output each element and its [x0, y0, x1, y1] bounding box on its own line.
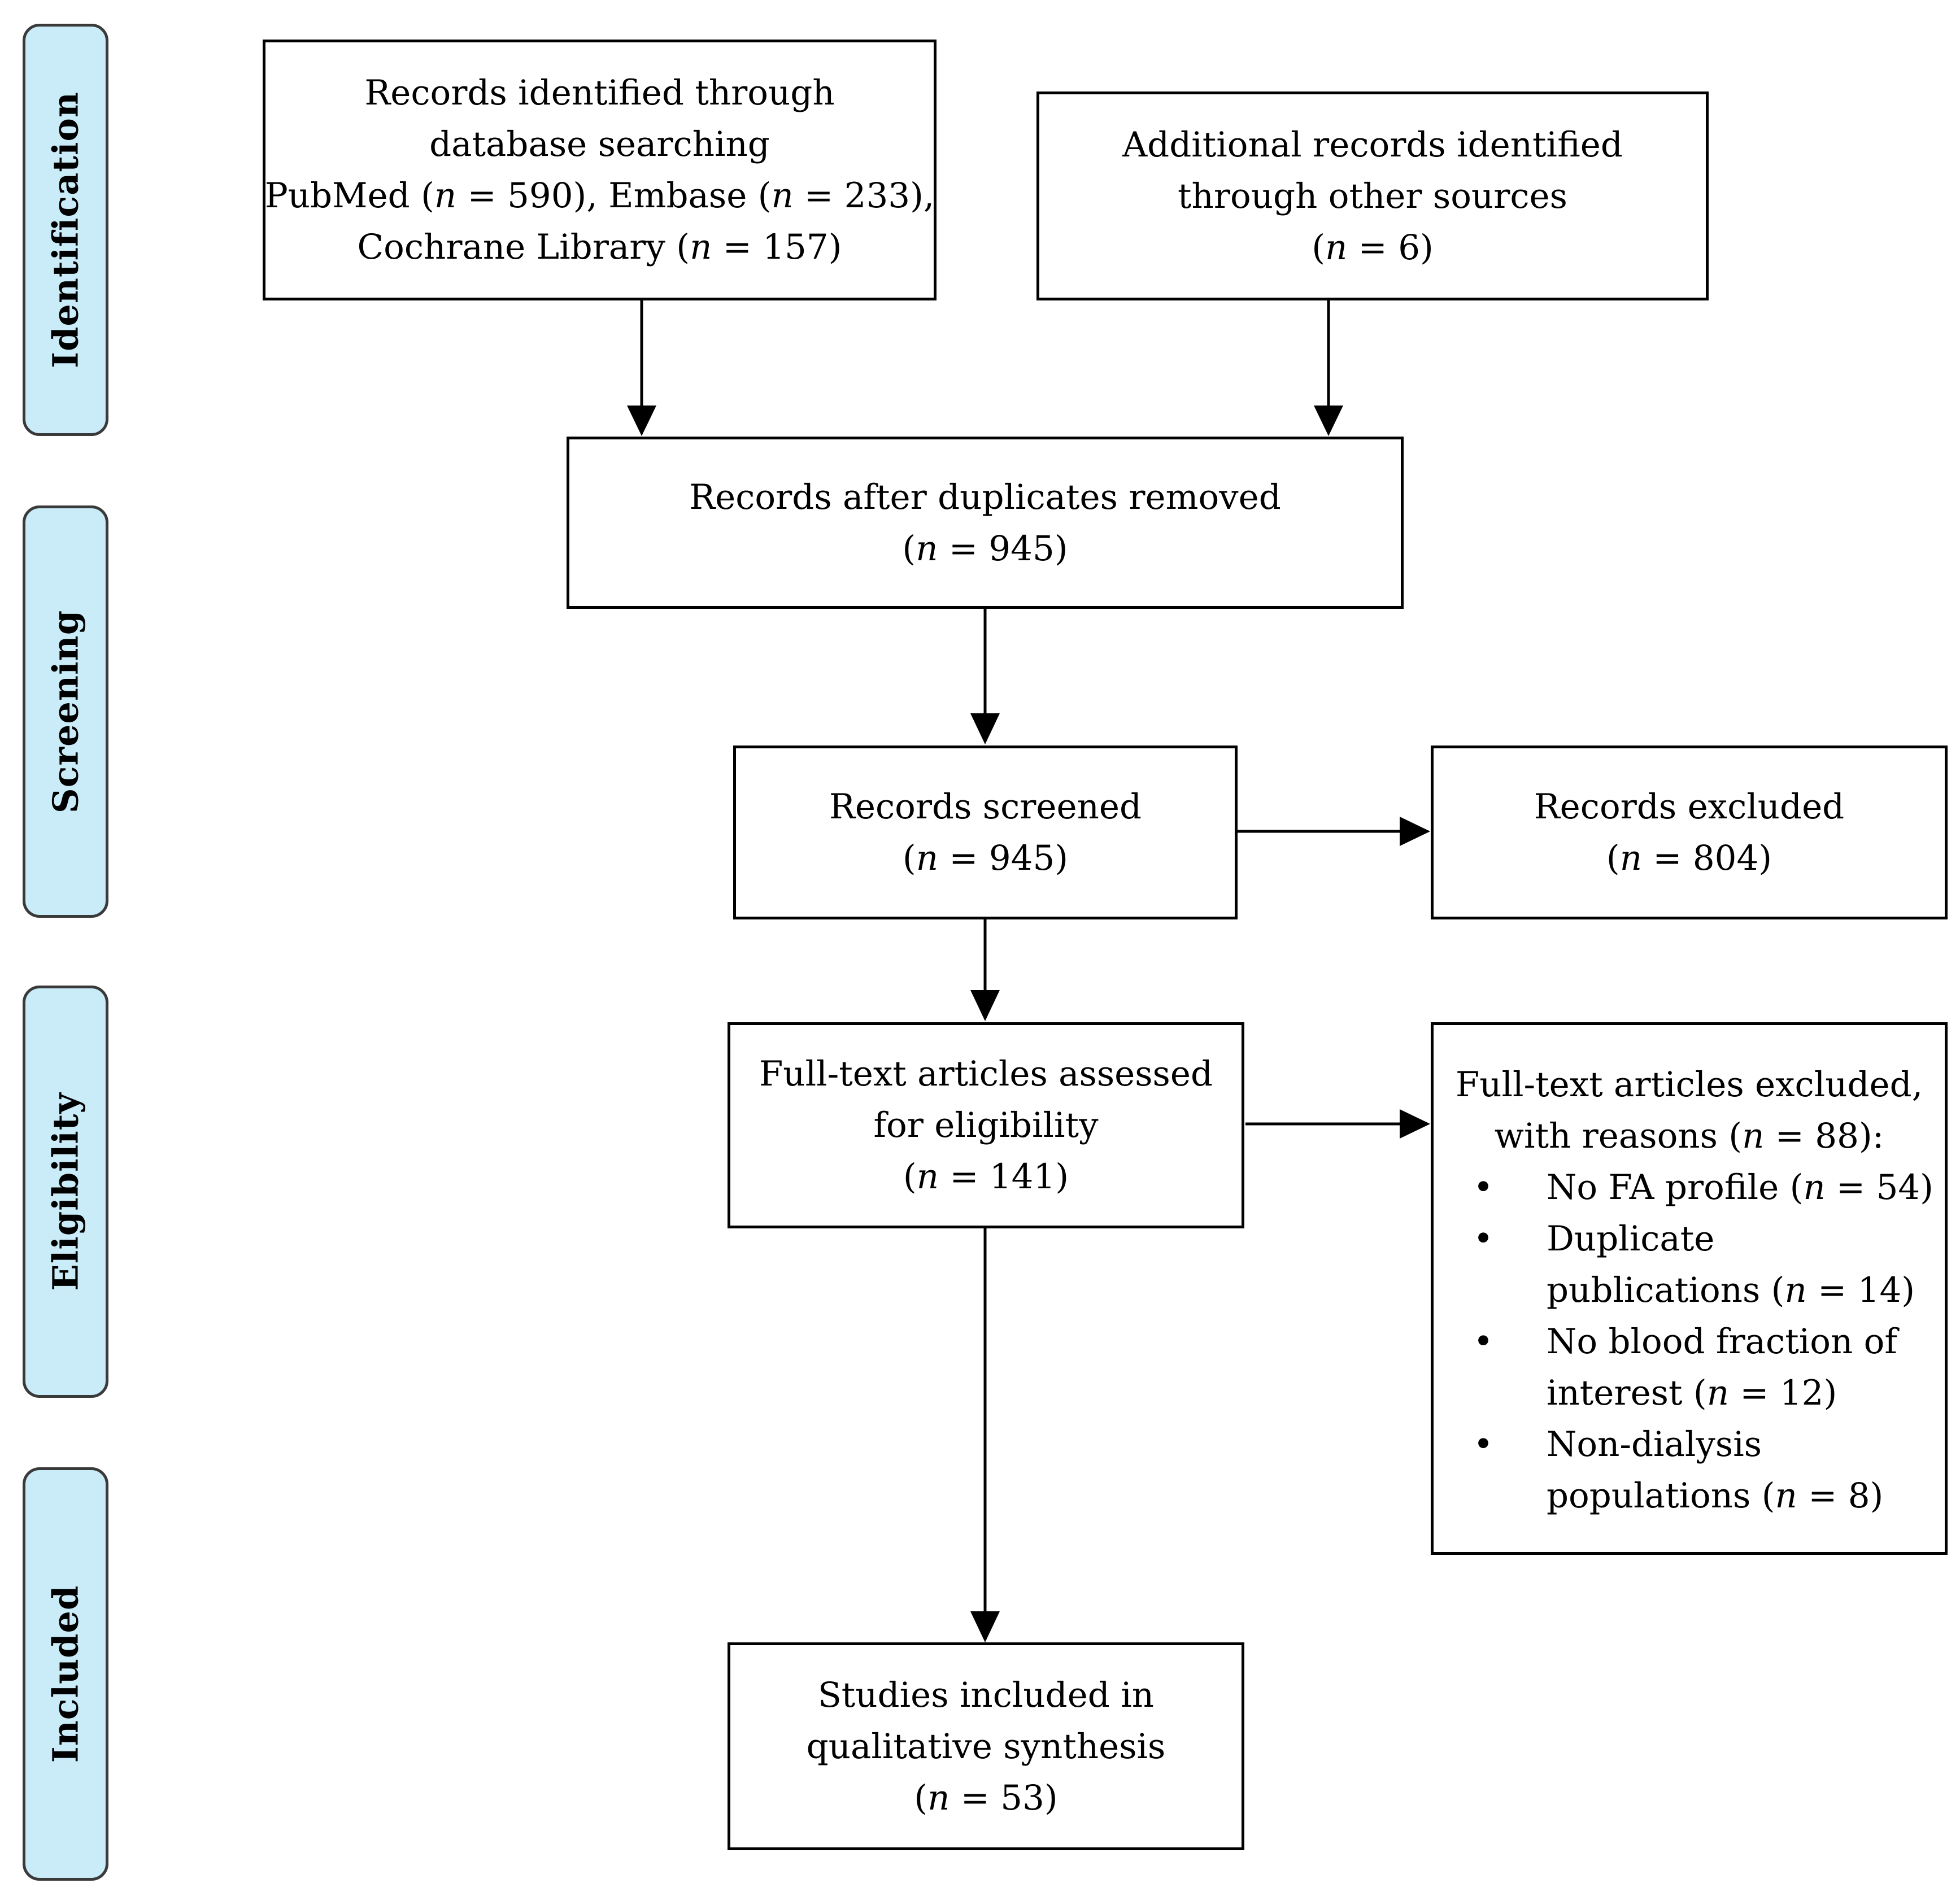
exclusion-reason: • No FA profile (n = 54): [1434, 1162, 1945, 1213]
records-excluded-line-1: Records excluded: [1534, 787, 1845, 827]
other-sources-line-3: (n = 6): [1312, 227, 1434, 268]
box-other-sources: Additional records identified through ot…: [1036, 91, 1709, 300]
records-screened-line-1: Records screened: [829, 787, 1142, 827]
after-duplicates-line-1: Records after duplicates removed: [689, 477, 1281, 517]
database-search-line-3: PubMed (n = 590), Embase (n = 233),: [264, 176, 935, 216]
records-screened-line-2: (n = 945): [902, 838, 1069, 878]
other-sources-line-1: Additional records identified: [1122, 124, 1623, 165]
database-search-line-1: Records identified through: [364, 73, 835, 113]
records-excluded-line-2: (n = 804): [1606, 838, 1772, 878]
arrowhead-screened: [970, 713, 1000, 744]
box-after-duplicates: Records after duplicates removed (n = 94…: [567, 437, 1404, 609]
full-text-line-3: (n = 141): [903, 1157, 1069, 1197]
arrowhead-excluded: [1400, 817, 1430, 846]
reason-line: interest (n = 12): [1547, 1373, 1837, 1413]
reason-line: populations (n = 8): [1547, 1476, 1884, 1516]
box-full-text-excluded: Full-text articles excluded, with reason…: [1431, 1022, 1948, 1555]
database-search-line-2: database searching: [429, 124, 770, 164]
box-records-screened: Records screened (n = 945): [733, 746, 1238, 919]
included-line-1: Studies included in: [817, 1675, 1155, 1715]
database-search-line-4: Cochrane Library (n = 157): [357, 227, 842, 267]
exclusion-reason: • Duplicate publications (n = 14): [1434, 1213, 1945, 1316]
after-duplicates-line-2: (n = 945): [902, 528, 1068, 569]
included-line-3: (n = 53): [914, 1777, 1058, 1818]
stage-eligibility: Eligibility: [23, 986, 108, 1398]
stage-identification: Identification: [23, 24, 108, 436]
bullet-icon: •: [1473, 1322, 1493, 1362]
included-line-2: qualitative synthesis: [806, 1726, 1166, 1767]
exclusion-reason: • Non-dialysis populations (n = 8): [1434, 1419, 1945, 1522]
arrowhead-fulltext: [970, 990, 1000, 1021]
bullet-icon: •: [1473, 1424, 1493, 1464]
reason-line: Duplicate: [1547, 1219, 1715, 1259]
bullet-icon: •: [1473, 1167, 1493, 1207]
arrowhead-database: [627, 406, 656, 436]
full-text-line-2: for eligibility: [873, 1105, 1099, 1145]
full-text-line-1: Full-text articles assessed: [759, 1054, 1213, 1094]
full-text-excluded-line-1: Full-text articles excluded,: [1455, 1065, 1923, 1105]
reason-line: No FA profile (n = 54): [1547, 1167, 1933, 1207]
reason-line: No blood fraction of: [1547, 1322, 1897, 1362]
reason-line: publications (n = 14): [1547, 1270, 1915, 1310]
full-text-excluded-line-2: with reasons (n = 88):: [1494, 1116, 1884, 1156]
arrowhead-included: [970, 1611, 1000, 1642]
stage-screening: Screening: [23, 505, 108, 918]
stage-included: Included: [23, 1467, 108, 1881]
arrowhead-other: [1314, 406, 1343, 436]
box-studies-included: Studies included in qualitative synthesi…: [728, 1642, 1244, 1850]
box-database-search: Records identified through database sear…: [263, 40, 937, 300]
exclusion-reasons-list: • No FA profile (n = 54) • Duplicate pub…: [1434, 1162, 1945, 1522]
box-records-excluded: Records excluded (n = 804): [1431, 746, 1948, 919]
other-sources-line-2: through other sources: [1178, 176, 1567, 216]
arrowhead-fulltext-excluded: [1400, 1109, 1430, 1139]
box-full-text-assessed: Full-text articles assessed for eligibil…: [728, 1022, 1244, 1228]
reason-line: Non-dialysis: [1547, 1424, 1762, 1464]
exclusion-reason: • No blood fraction of interest (n = 12): [1434, 1316, 1945, 1419]
bullet-icon: •: [1473, 1219, 1493, 1259]
